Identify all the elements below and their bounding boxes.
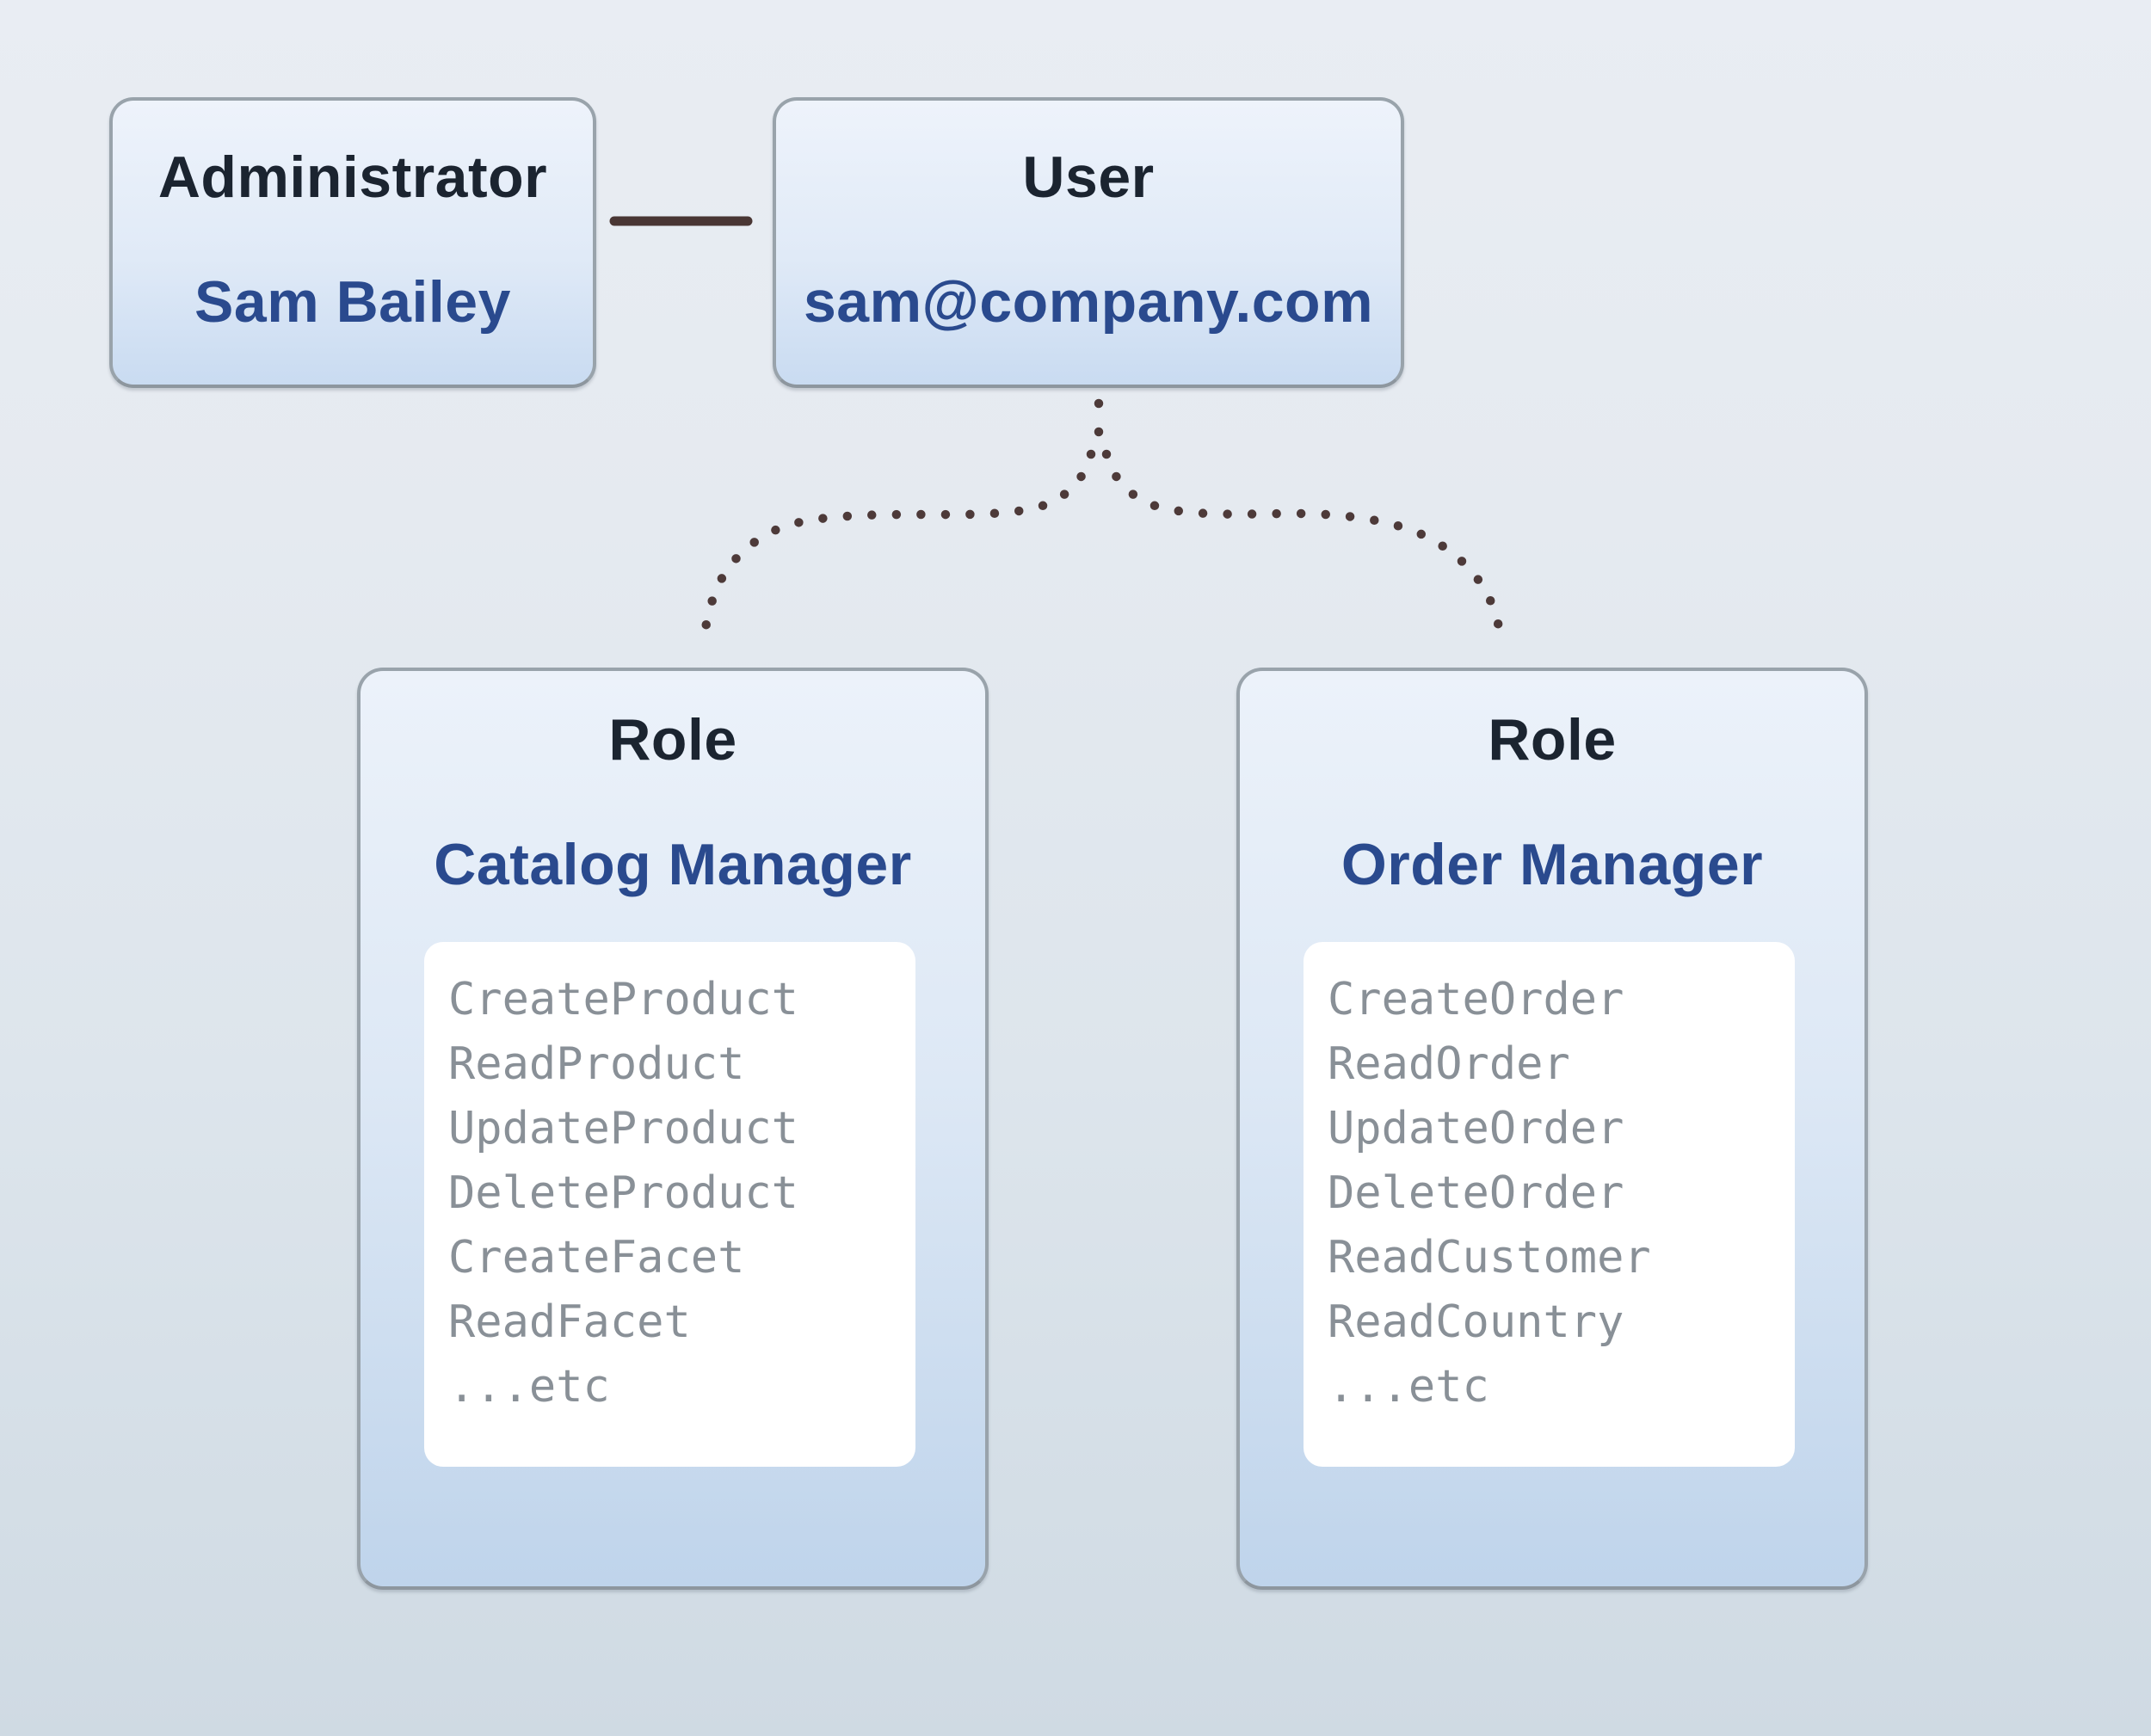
permission-item: CreateOrder xyxy=(1328,974,1624,1025)
permission-item: UpdateProduct xyxy=(448,1103,798,1154)
permission-item: ...etc xyxy=(1328,1361,1489,1413)
role-name-order-manager: Order Manager xyxy=(1341,832,1764,897)
permission-item: CreateProduct xyxy=(448,974,798,1025)
permission-item: ReadFacet xyxy=(448,1296,691,1348)
user-box: User sam@company.com xyxy=(773,97,1404,388)
role-title: Role xyxy=(608,707,737,773)
role-name-catalog-manager: Catalog Manager xyxy=(434,832,912,897)
permission-item: ReadOrder xyxy=(1328,1038,1570,1090)
permission-item: ReadProduct xyxy=(448,1038,745,1090)
permission-item: ReadCountry xyxy=(1328,1296,1624,1348)
permission-item: ReadCustomer xyxy=(1328,1232,1651,1284)
administrator-name: Sam Bailey xyxy=(194,269,511,335)
permission-item: ...etc xyxy=(448,1361,610,1413)
user-email: sam@company.com xyxy=(803,269,1374,335)
user-to-catalog-role-connector xyxy=(700,449,1096,650)
administrator-title: Administrator xyxy=(157,145,548,210)
user-title: User xyxy=(1022,145,1155,210)
permission-item: DeleteProduct xyxy=(448,1167,798,1219)
permission-item: UpdateOrder xyxy=(1328,1103,1624,1154)
user-to-order-role-connector xyxy=(1101,449,1506,649)
role-title: Role xyxy=(1488,707,1617,773)
permission-item: DeleteOrder xyxy=(1328,1167,1624,1219)
permission-item: CreateFacet xyxy=(448,1232,745,1284)
administrator-box: Administrator Sam Bailey xyxy=(109,97,596,388)
